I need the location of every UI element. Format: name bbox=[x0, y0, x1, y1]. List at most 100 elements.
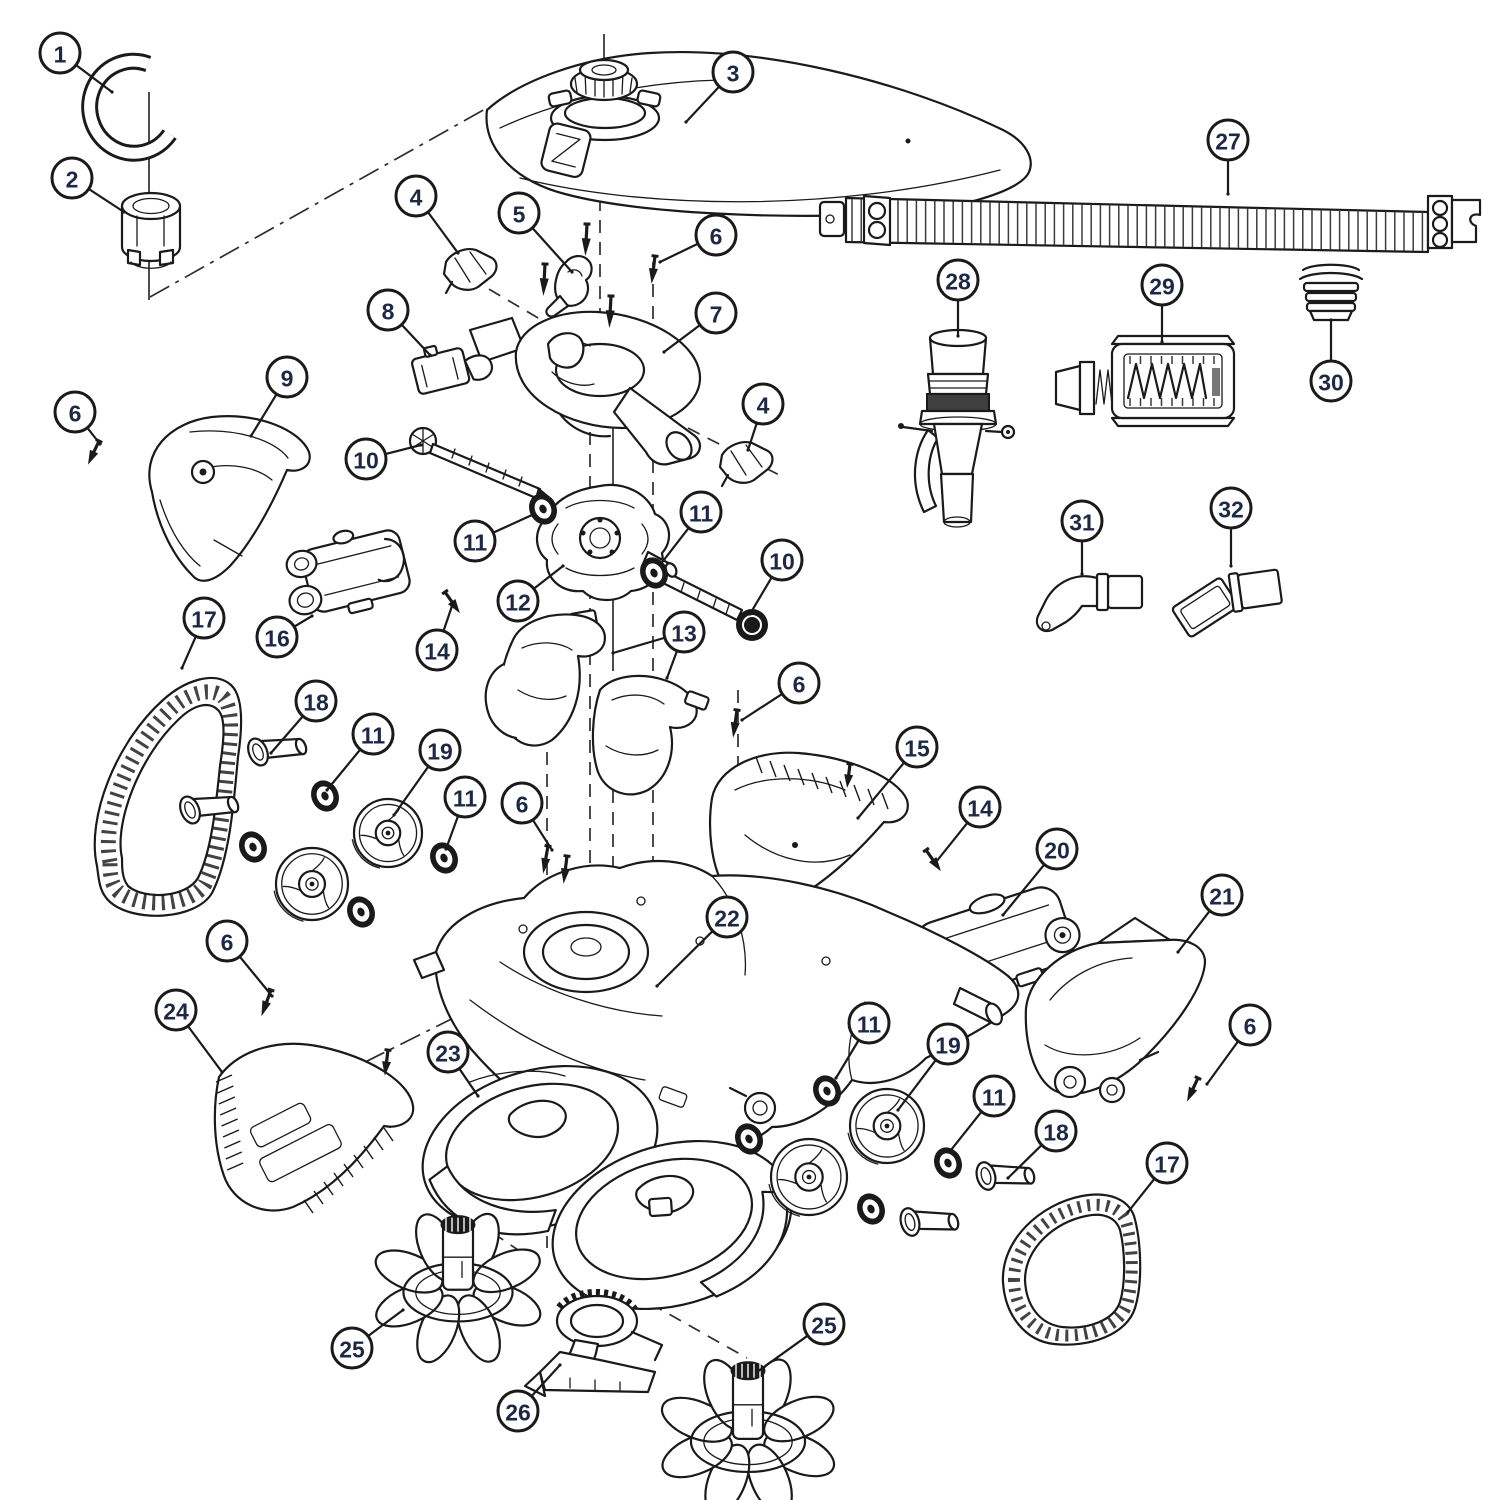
callout-leader-line bbox=[458, 1068, 479, 1097]
callout-number: 9 bbox=[281, 365, 294, 391]
callout-11: 11 bbox=[443, 775, 487, 851]
callout-11: 11 bbox=[658, 490, 723, 567]
part-19-pulley-wheel bbox=[351, 797, 424, 869]
leader-endpoint bbox=[1205, 1082, 1209, 1086]
leader-endpoint bbox=[748, 612, 752, 616]
callout-22: 22 bbox=[655, 895, 749, 988]
callout-leader-line bbox=[326, 749, 361, 791]
callout-leader-line bbox=[656, 930, 713, 987]
leader-endpoint bbox=[834, 1076, 838, 1080]
callout-circle bbox=[500, 781, 544, 825]
callout-circle bbox=[895, 725, 939, 769]
callout-30: 30 bbox=[1309, 318, 1353, 403]
callout-13: 13 bbox=[611, 610, 706, 680]
callout-15: 15 bbox=[856, 725, 939, 820]
callout-number: 11 bbox=[463, 529, 488, 555]
callout-leader-line bbox=[532, 820, 553, 851]
leader-endpoint bbox=[1229, 564, 1233, 568]
callout-4: 4 bbox=[741, 382, 785, 452]
callout-number: 14 bbox=[967, 795, 993, 821]
part-19-pulley-wheel bbox=[768, 1137, 849, 1217]
callout-leader-line bbox=[250, 394, 278, 437]
callout-circle bbox=[351, 712, 395, 756]
leader-endpoint bbox=[310, 614, 314, 618]
callout-circle bbox=[50, 156, 94, 200]
callout-circle bbox=[53, 390, 97, 434]
callout-number: 26 bbox=[505, 1399, 531, 1425]
callout-circle bbox=[741, 382, 785, 426]
callout-25: 25 bbox=[330, 1308, 405, 1370]
callout-number: 6 bbox=[221, 929, 234, 955]
part-6-screw bbox=[844, 762, 854, 788]
callout-leader-line bbox=[533, 565, 564, 589]
callout-circle bbox=[205, 919, 249, 963]
callout-leader-line bbox=[187, 1026, 223, 1073]
callout-2: 2 bbox=[50, 156, 126, 214]
callout-leader-line bbox=[180, 636, 197, 669]
part-11-bearing bbox=[813, 1075, 841, 1107]
leader-endpoint bbox=[530, 513, 534, 517]
callout-leader-line bbox=[294, 615, 313, 628]
callout-leader-line bbox=[950, 1111, 982, 1151]
callout-circle bbox=[694, 213, 738, 257]
callout-number: 6 bbox=[516, 791, 529, 817]
leader-endpoint bbox=[550, 848, 554, 852]
callout-leader-line bbox=[1127, 1178, 1155, 1213]
callout-27: 27 bbox=[1206, 118, 1250, 196]
callout-circle bbox=[154, 988, 198, 1032]
callout-circle bbox=[496, 579, 540, 623]
callout-leader-line bbox=[493, 513, 533, 534]
callout-14: 14 bbox=[934, 785, 1002, 864]
callout-leader-line bbox=[239, 956, 273, 997]
callout-16: 16 bbox=[255, 614, 314, 659]
callout-number: 23 bbox=[435, 1040, 461, 1066]
callout-number: 10 bbox=[769, 548, 795, 574]
callout-circle bbox=[330, 1326, 374, 1370]
callout-leader-line bbox=[756, 1335, 808, 1373]
callout-circle bbox=[453, 519, 497, 563]
leader-endpoint bbox=[658, 563, 662, 567]
callout-5: 5 bbox=[497, 191, 574, 274]
callout-circle bbox=[496, 1389, 540, 1433]
part-6-screw bbox=[382, 1048, 392, 1076]
callout-circle bbox=[344, 437, 388, 481]
callout-circle bbox=[1140, 263, 1184, 307]
callout-leader-line bbox=[659, 243, 698, 263]
part-25-turbine-wheel bbox=[374, 1212, 542, 1364]
callout-number: 19 bbox=[427, 738, 453, 764]
callout-18: 18 bbox=[269, 679, 338, 755]
part-16-drive-gearbox bbox=[285, 529, 411, 616]
leader-endpoint bbox=[658, 260, 662, 264]
callout-6: 6 bbox=[500, 781, 554, 852]
callout-19: 19 bbox=[896, 1022, 970, 1112]
callout-number: 30 bbox=[1318, 369, 1344, 395]
callout-29: 29 bbox=[1140, 263, 1184, 344]
callout-12: 12 bbox=[496, 564, 565, 623]
callout-number: 28 bbox=[945, 268, 971, 294]
part-19-pulley-wheel bbox=[273, 846, 350, 922]
callout-leader-line bbox=[442, 605, 454, 631]
callout-leader-line bbox=[270, 716, 304, 754]
callout-circle bbox=[1200, 873, 1244, 917]
parts-layer bbox=[81, 51, 1482, 1500]
callout-number: 16 bbox=[264, 625, 290, 651]
part-7-swivel-housing bbox=[468, 310, 702, 466]
callout-6: 6 bbox=[1205, 1003, 1272, 1086]
leader-endpoint bbox=[1001, 913, 1005, 917]
callout-circle bbox=[1060, 499, 1104, 543]
callout-leader-line bbox=[612, 636, 665, 655]
leader-endpoint bbox=[392, 813, 396, 817]
callout-circle bbox=[679, 490, 723, 534]
leader-endpoint bbox=[755, 1370, 759, 1374]
callout-circle bbox=[972, 1074, 1016, 1118]
part-17-drive-track bbox=[93, 676, 243, 917]
part-6-screw bbox=[1187, 1075, 1202, 1102]
part-29-flow-gauge bbox=[1054, 334, 1236, 428]
part-11-bearing bbox=[347, 896, 375, 928]
leader-endpoint bbox=[249, 434, 253, 438]
callout-number: 25 bbox=[811, 1312, 837, 1338]
part-3-top-cover bbox=[485, 51, 1032, 217]
leader-endpoint bbox=[270, 994, 274, 998]
